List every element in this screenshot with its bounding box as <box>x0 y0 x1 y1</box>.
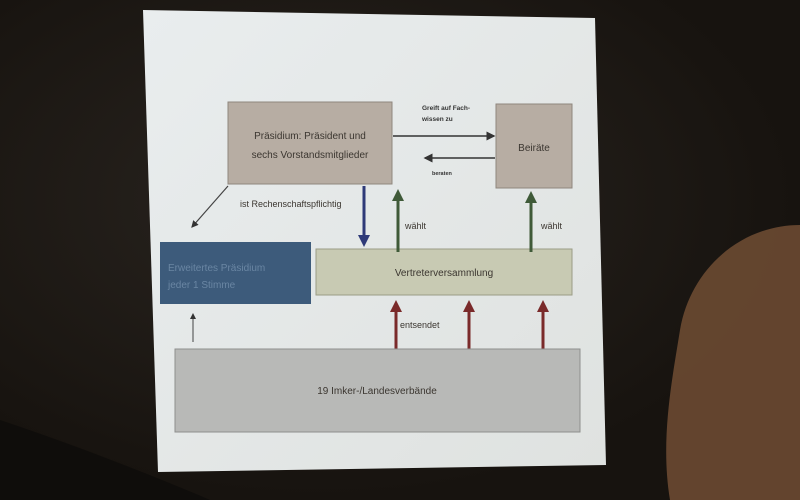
beraten-label: beraten <box>432 171 453 177</box>
entsendet-label: entsendet <box>400 320 440 330</box>
beiraete-label: Beiräte <box>518 143 550 154</box>
audience-shoulder-left <box>0 420 210 500</box>
greift-label: Greift auf Fach- <box>422 105 470 112</box>
praesidium-label-line2: sechs Vorstandsmitglieder <box>252 150 369 161</box>
greift-label-line2: wissen zu <box>421 116 453 123</box>
vertreterversammlung-box <box>315 248 573 296</box>
praesidium-box <box>227 101 393 185</box>
diagonal-arrow <box>191 185 229 228</box>
audience-head-silhouette <box>666 225 800 500</box>
praesidium-label: Präsidium: Präsident und <box>254 131 366 142</box>
verbaende-label: 19 Imker-/Landesverbände <box>317 386 437 397</box>
rechenschaft-label: ist Rechenschaftspflichtig <box>240 199 342 209</box>
waehlt-label-2: wählt <box>540 221 563 231</box>
erweitertes-label: Erweitertes Präsidium <box>168 263 265 274</box>
waehlt-label-1: wählt <box>404 221 427 231</box>
beiraete-box <box>495 103 573 189</box>
erweitertes-label-line2: jeder 1 Stimme <box>167 280 236 291</box>
vertreterversammlung-label: Vertreterversammlung <box>395 268 493 279</box>
erweitertes-praesidium-box <box>160 242 311 304</box>
verbaende-box <box>174 348 581 433</box>
